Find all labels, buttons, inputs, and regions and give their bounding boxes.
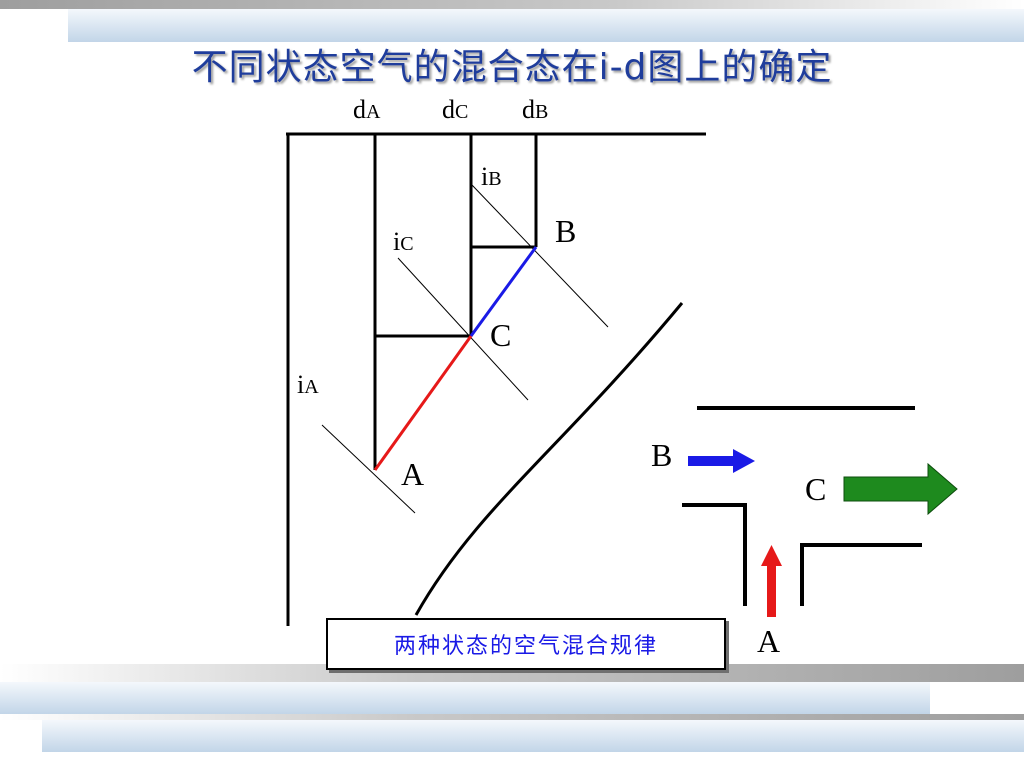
label-iB: iB [481, 162, 502, 191]
bottom-blue-band-2 [42, 720, 1024, 752]
bottom-blue-band-1 [0, 682, 930, 714]
flow-arrow-B [688, 449, 755, 473]
label-dC: dC [442, 95, 468, 124]
flow-arrow-C [843, 462, 958, 516]
mixing-segment-CB [469, 246, 538, 337]
flow-arrow-A [761, 545, 782, 617]
page-title: 不同状态空气的混合态在i-d图上的确定 [191, 47, 833, 88]
label-iC: iC [393, 227, 414, 256]
saturation-curve [414, 302, 684, 616]
point-label-B: B [555, 213, 576, 249]
point-label-C: C [490, 317, 511, 353]
label-iA: iA [297, 370, 319, 399]
caption-text: 两种状态的空气混合规律 [393, 634, 658, 659]
caption-box: 两种状态的空气混合规律 [326, 618, 726, 670]
top-grey-band [0, 0, 1024, 9]
chamber-left-wall [682, 503, 747, 606]
level-lines [375, 245, 536, 338]
enthalpy-lines [321, 184, 609, 514]
legend-label-B: B [651, 437, 672, 473]
label-dB: dB [522, 95, 548, 124]
mixing-chamber [682, 406, 922, 606]
legend-label-A: A [757, 623, 780, 659]
bottom-grey-band-2 [0, 714, 1024, 720]
legend-label-C: C [805, 471, 826, 507]
label-dA: dA [353, 95, 381, 124]
top-blue-band [68, 9, 1024, 42]
moisture-lines [373, 134, 538, 470]
enthalpy-line-iB [471, 184, 609, 328]
chart-frame [286, 132, 706, 626]
point-label-A: A [401, 456, 424, 492]
enthalpy-line-iC [397, 257, 529, 401]
chamber-right-wall [800, 543, 922, 606]
enthalpy-line-iA [321, 424, 416, 514]
mixing-segment-AC [373, 335, 473, 471]
bottom-grey-band-1 [0, 664, 1024, 682]
